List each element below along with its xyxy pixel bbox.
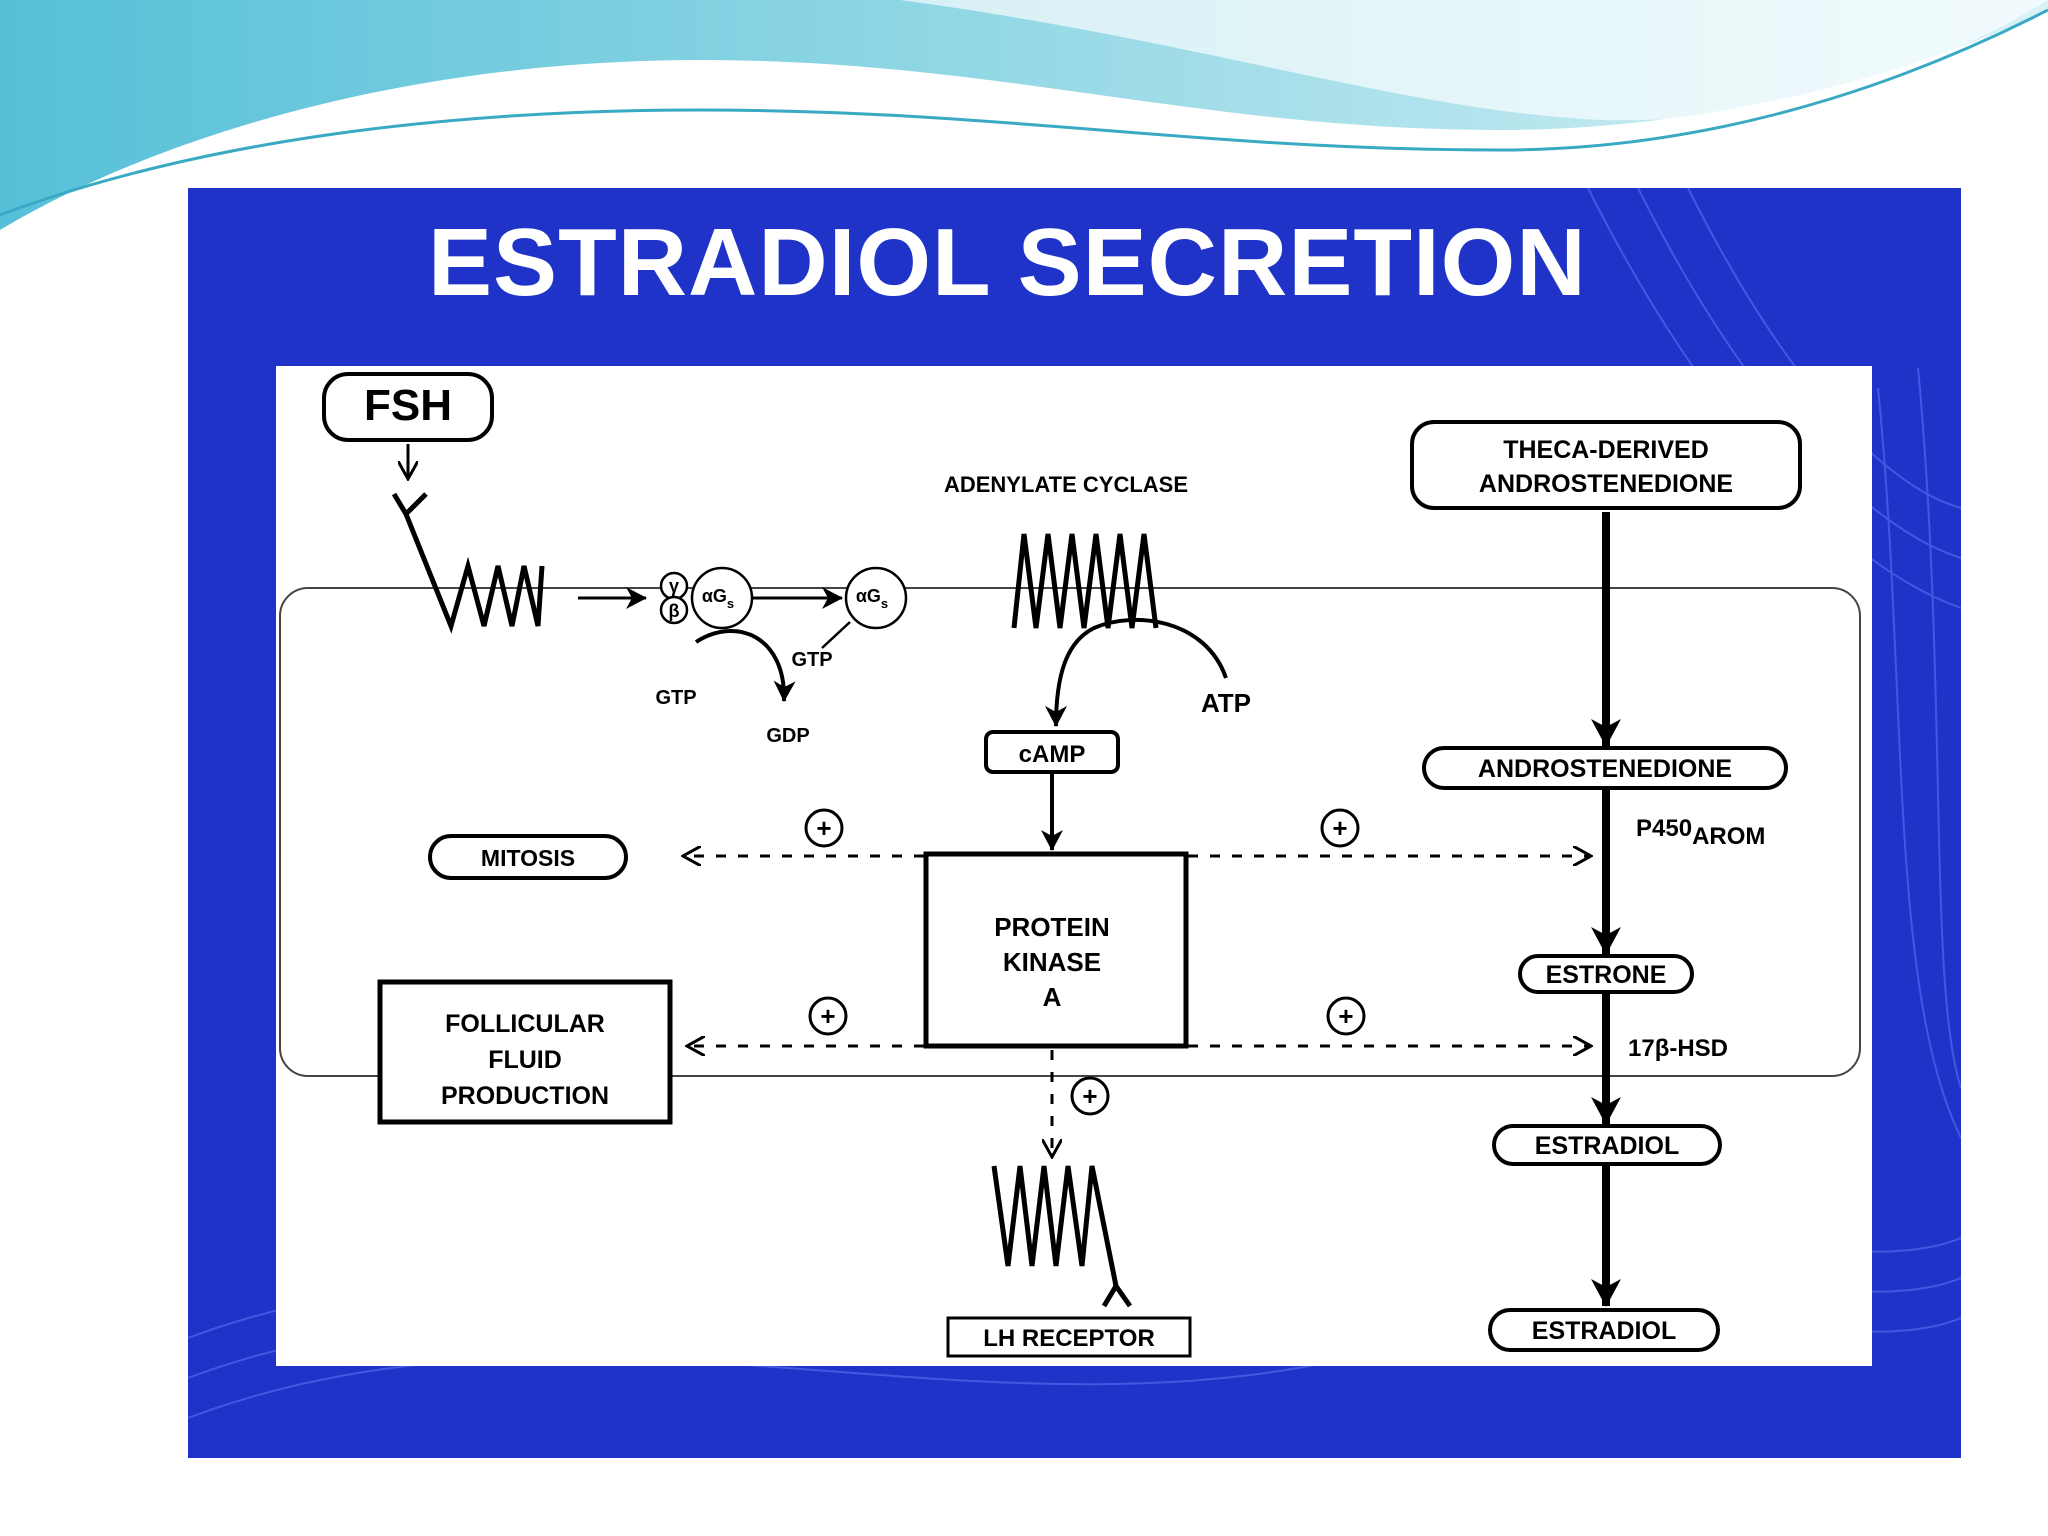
follicular-line-3: PRODUCTION <box>441 1082 609 1110</box>
estrone-box: ESTRONE <box>1518 954 1694 994</box>
estradiol-pathway-diagram: FSH γ β αGs αGs GTP GTP <box>279 372 1861 1358</box>
g-beta-label: β <box>669 601 680 621</box>
theca-line-2: ANDROSTENEDIONE <box>1479 470 1733 498</box>
stimulation-arrows <box>684 856 1590 1156</box>
estradiol-outside-box: ESTRADIOL <box>1488 1308 1720 1352</box>
estradiol-inside-label: ESTRADIOL <box>1535 1132 1679 1160</box>
lh-receptor-box: LH RECEPTOR <box>946 1316 1192 1358</box>
plus-follicular: + <box>808 996 848 1036</box>
theca-line-1: THECA-DERIVED <box>1503 436 1709 464</box>
atp-label: ATP <box>1201 688 1251 718</box>
camp-label: cAMP <box>1019 741 1086 768</box>
adenylate-cyclase-icon <box>1011 533 1159 629</box>
pka-line-2: KINASE <box>1003 947 1101 977</box>
gtp-gdp-exchange-arrow <box>694 629 796 702</box>
theca-box: THECA-DERIVED ANDROSTENEDIONE <box>1410 420 1802 510</box>
plus-markers: + + + + + <box>804 808 1366 1116</box>
cell-membrane <box>279 587 1861 1077</box>
svg-text:+: + <box>1082 1081 1097 1111</box>
mitosis-label: MITOSIS <box>481 845 575 871</box>
hsd-label: 17β-HSD <box>1628 1035 1728 1062</box>
gdp-label: GDP <box>766 725 809 747</box>
gtp-left-label: GTP <box>655 687 696 709</box>
g-protein-icon <box>659 566 908 630</box>
fsh-label: FSH <box>364 381 452 430</box>
mitosis-box: MITOSIS <box>428 834 628 880</box>
fsh-receptor-icon <box>391 492 545 634</box>
follicular-fluid-box: FOLLICULAR FLUID PRODUCTION <box>377 979 673 1125</box>
estrone-label: ESTRONE <box>1546 961 1667 989</box>
protein-kinase-a-box: PROTEIN KINASE A <box>923 851 1189 1049</box>
pka-line-1: PROTEIN <box>994 912 1110 942</box>
follicular-line-2: FLUID <box>488 1046 562 1074</box>
p450-label: P450AROM <box>1636 815 1765 850</box>
fsh-box: FSH <box>322 372 494 442</box>
estradiol-inside-box: ESTRADIOL <box>1492 1124 1722 1166</box>
androstenedione-label: ANDROSTENEDIONE <box>1478 755 1732 783</box>
gtp-bound-line <box>821 621 851 649</box>
svg-text:+: + <box>1332 813 1347 843</box>
g-alpha-active-label: αGs <box>856 586 888 611</box>
lh-receptor-icon <box>991 1165 1133 1308</box>
g-alpha-label: αGs <box>702 586 734 611</box>
lh-receptor-label: LH RECEPTOR <box>983 1325 1155 1352</box>
adenylate-cyclase-label: ADENYLATE CYCLASE <box>944 472 1188 497</box>
plus-lh-receptor: + <box>1070 1076 1110 1116</box>
camp-box: cAMP <box>984 730 1120 774</box>
androstenedione-box: ANDROSTENEDIONE <box>1422 746 1788 790</box>
svg-text:+: + <box>1338 1001 1353 1031</box>
plus-mitosis: + <box>804 808 844 848</box>
atp-to-camp-arrow <box>1045 617 1228 727</box>
svg-text:+: + <box>816 813 831 843</box>
slide-panel: ESTRADIOL SECRETION <box>188 188 1961 1458</box>
plus-p450: + <box>1320 808 1360 848</box>
header-wave-decoration <box>0 0 2048 230</box>
slide-title: ESTRADIOL SECRETION <box>428 209 1587 316</box>
gtp-right-label: GTP <box>791 649 832 671</box>
estradiol-outside-label: ESTRADIOL <box>1532 1317 1676 1345</box>
g-gamma-label: γ <box>669 576 679 596</box>
svg-text:+: + <box>820 1001 835 1031</box>
diagram-area: FSH γ β αGs αGs GTP GTP <box>276 366 1872 1366</box>
follicular-line-1: FOLLICULAR <box>445 1010 605 1038</box>
plus-hsd: + <box>1326 996 1366 1036</box>
pka-line-3: A <box>1043 982 1062 1012</box>
